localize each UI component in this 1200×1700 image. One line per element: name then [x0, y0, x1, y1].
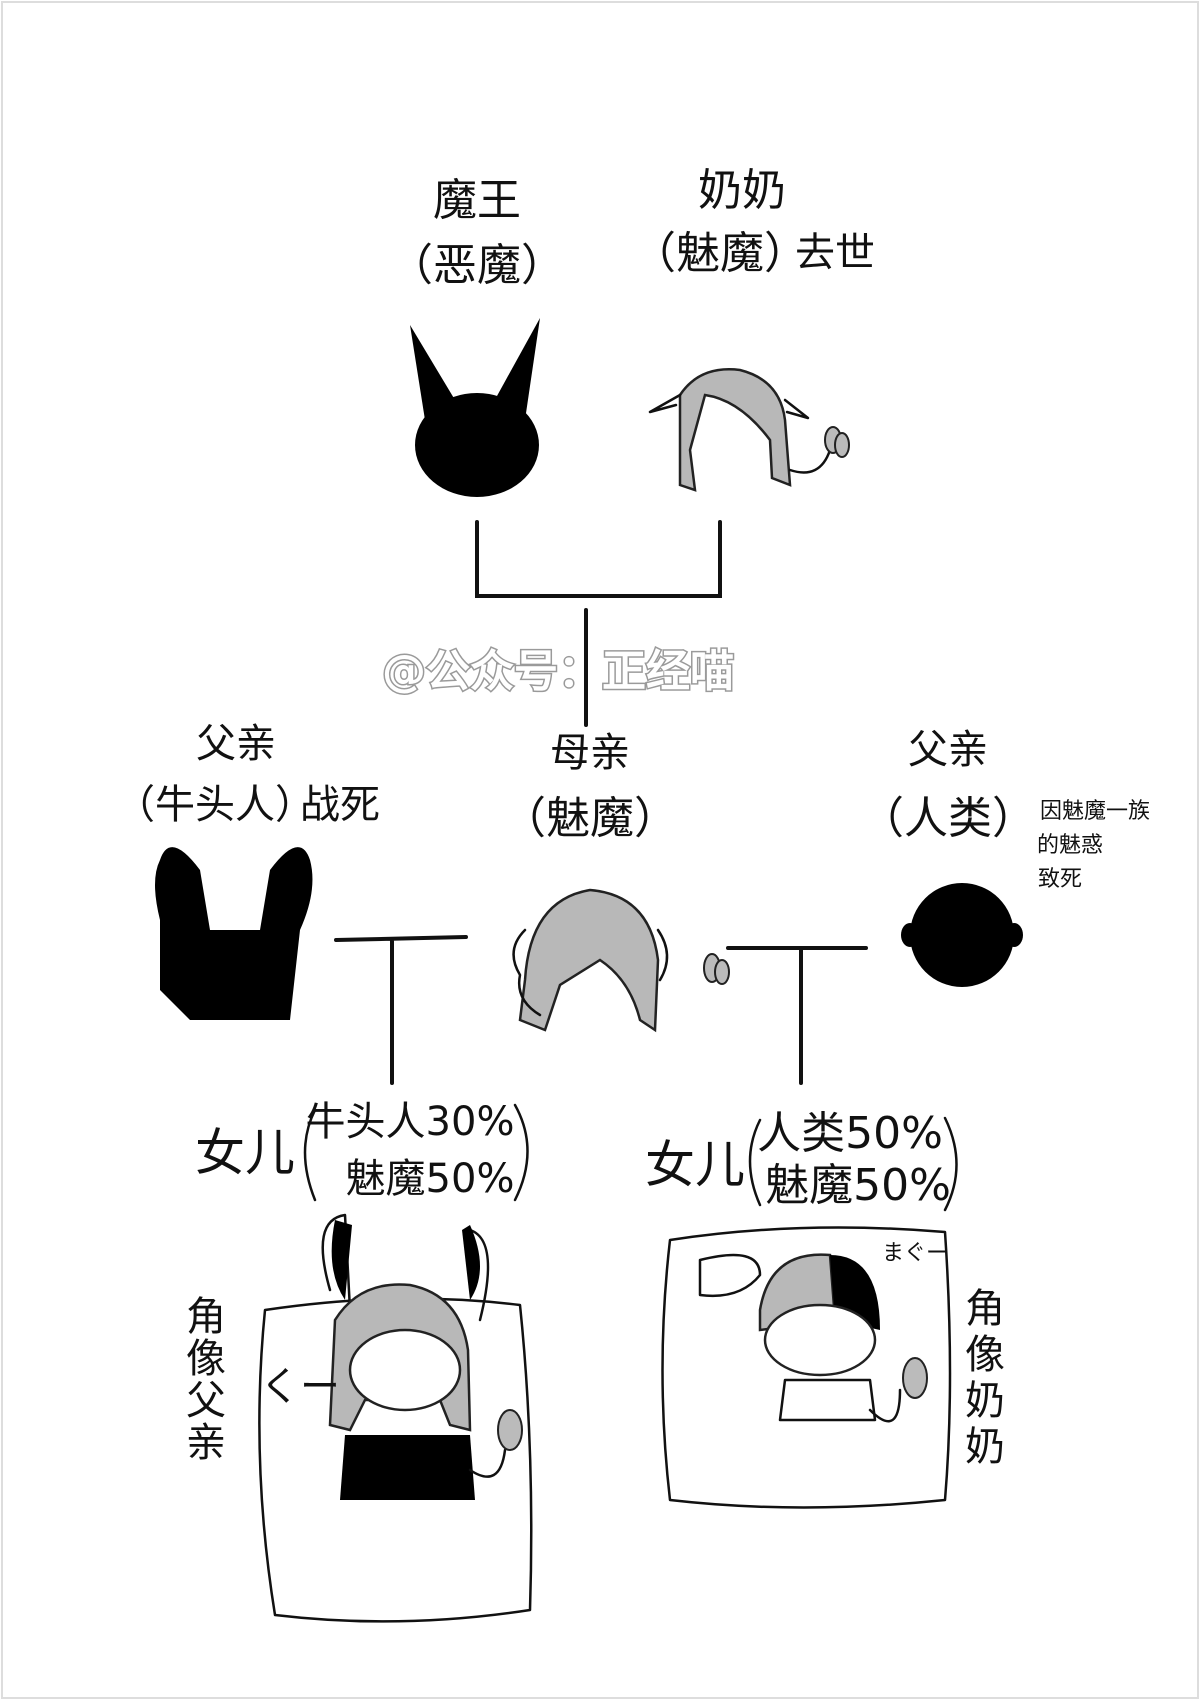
side-note-char: 父 — [186, 1378, 226, 1424]
father-left-title: 父亲 — [196, 721, 276, 767]
left-daughter-bed-drawing — [258, 1213, 533, 1623]
right-couple-connector — [726, 946, 868, 1085]
paren-open — [303, 1108, 317, 1202]
mother-succubus-head — [512, 888, 730, 1033]
side-note-char: 奶 — [965, 1424, 1005, 1470]
father-left-race: （牛头人） — [115, 782, 315, 828]
watermark: @公众号：正经喵 — [382, 646, 734, 697]
side-note-char: 角 — [965, 1286, 1005, 1332]
daughter-right-line-2: 魅魔50% — [765, 1160, 951, 1211]
grandfather-race: （恶魔） — [389, 240, 565, 291]
grandmother-title: 奶奶 — [698, 165, 786, 216]
minotaur-father-silhouette — [155, 847, 313, 1020]
daughter-right-line-1: 人类50% — [757, 1108, 943, 1159]
father-right-note-2: 的魅惑 — [1037, 833, 1103, 858]
grandmother-note: 去世 — [795, 230, 875, 276]
human-father-silhouette — [901, 883, 1023, 987]
daughter-left-line-2: 魅魔50% — [346, 1156, 515, 1202]
right-daughter-sound: まぐー — [882, 1241, 948, 1266]
left-daughter-sound: くー — [260, 1364, 340, 1410]
father-right-race: （人类） — [860, 793, 1036, 844]
side-note-char: 角 — [186, 1294, 226, 1340]
grandmother-succubus-head — [648, 368, 850, 492]
father-right-note-1: 因魅魔一族 — [1040, 799, 1150, 824]
right-side-note: 角 像 奶 奶 — [965, 1286, 1005, 1470]
daughter-left-label: 女儿 — [195, 1124, 295, 1182]
grandfather-title: 魔王 — [433, 175, 521, 226]
demon-king-silhouette — [410, 318, 540, 497]
side-note-char: 像 — [965, 1332, 1005, 1378]
mother-race: （魅魔） — [502, 793, 678, 844]
left-couple-connector — [334, 935, 468, 1085]
father-right-note-3: 致死 — [1038, 867, 1082, 892]
paren-close — [943, 1116, 958, 1212]
left-side-note: 角 像 父 亲 — [186, 1294, 226, 1466]
side-note-char: 像 — [186, 1336, 226, 1382]
daughter-left-line-1: 牛头人30% — [306, 1099, 515, 1145]
grandmother-race: （魅魔） — [632, 228, 808, 279]
paren-close — [513, 1103, 529, 1202]
paren-open — [748, 1118, 762, 1207]
gen1-connector-line — [475, 520, 722, 598]
side-note-char: 奶 — [965, 1378, 1005, 1424]
right-daughter-bed-drawing — [661, 1226, 952, 1509]
mother-title: 母亲 — [550, 730, 630, 776]
side-note-char: 亲 — [186, 1420, 226, 1466]
daughter-right-label: 女儿 — [645, 1136, 745, 1194]
father-right-title: 父亲 — [908, 727, 988, 773]
father-left-note: 战死 — [300, 782, 380, 828]
